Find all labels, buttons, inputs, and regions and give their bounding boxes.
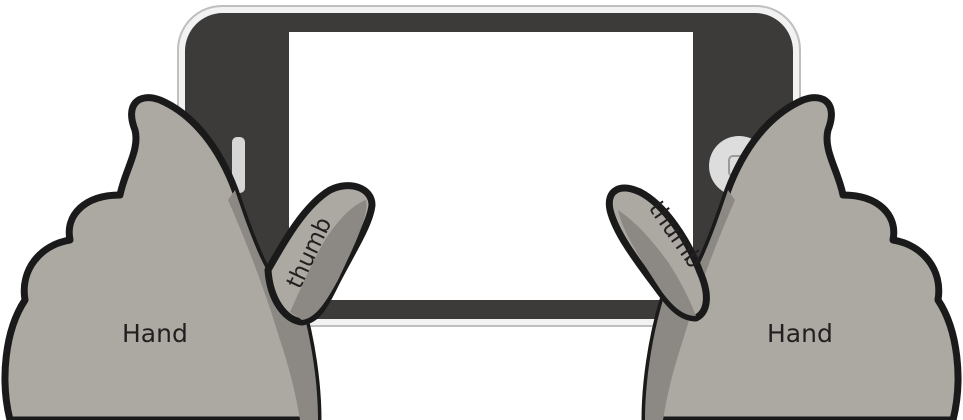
right-hand-label: Hand xyxy=(767,319,833,348)
left-hand-label: Hand xyxy=(122,319,188,348)
